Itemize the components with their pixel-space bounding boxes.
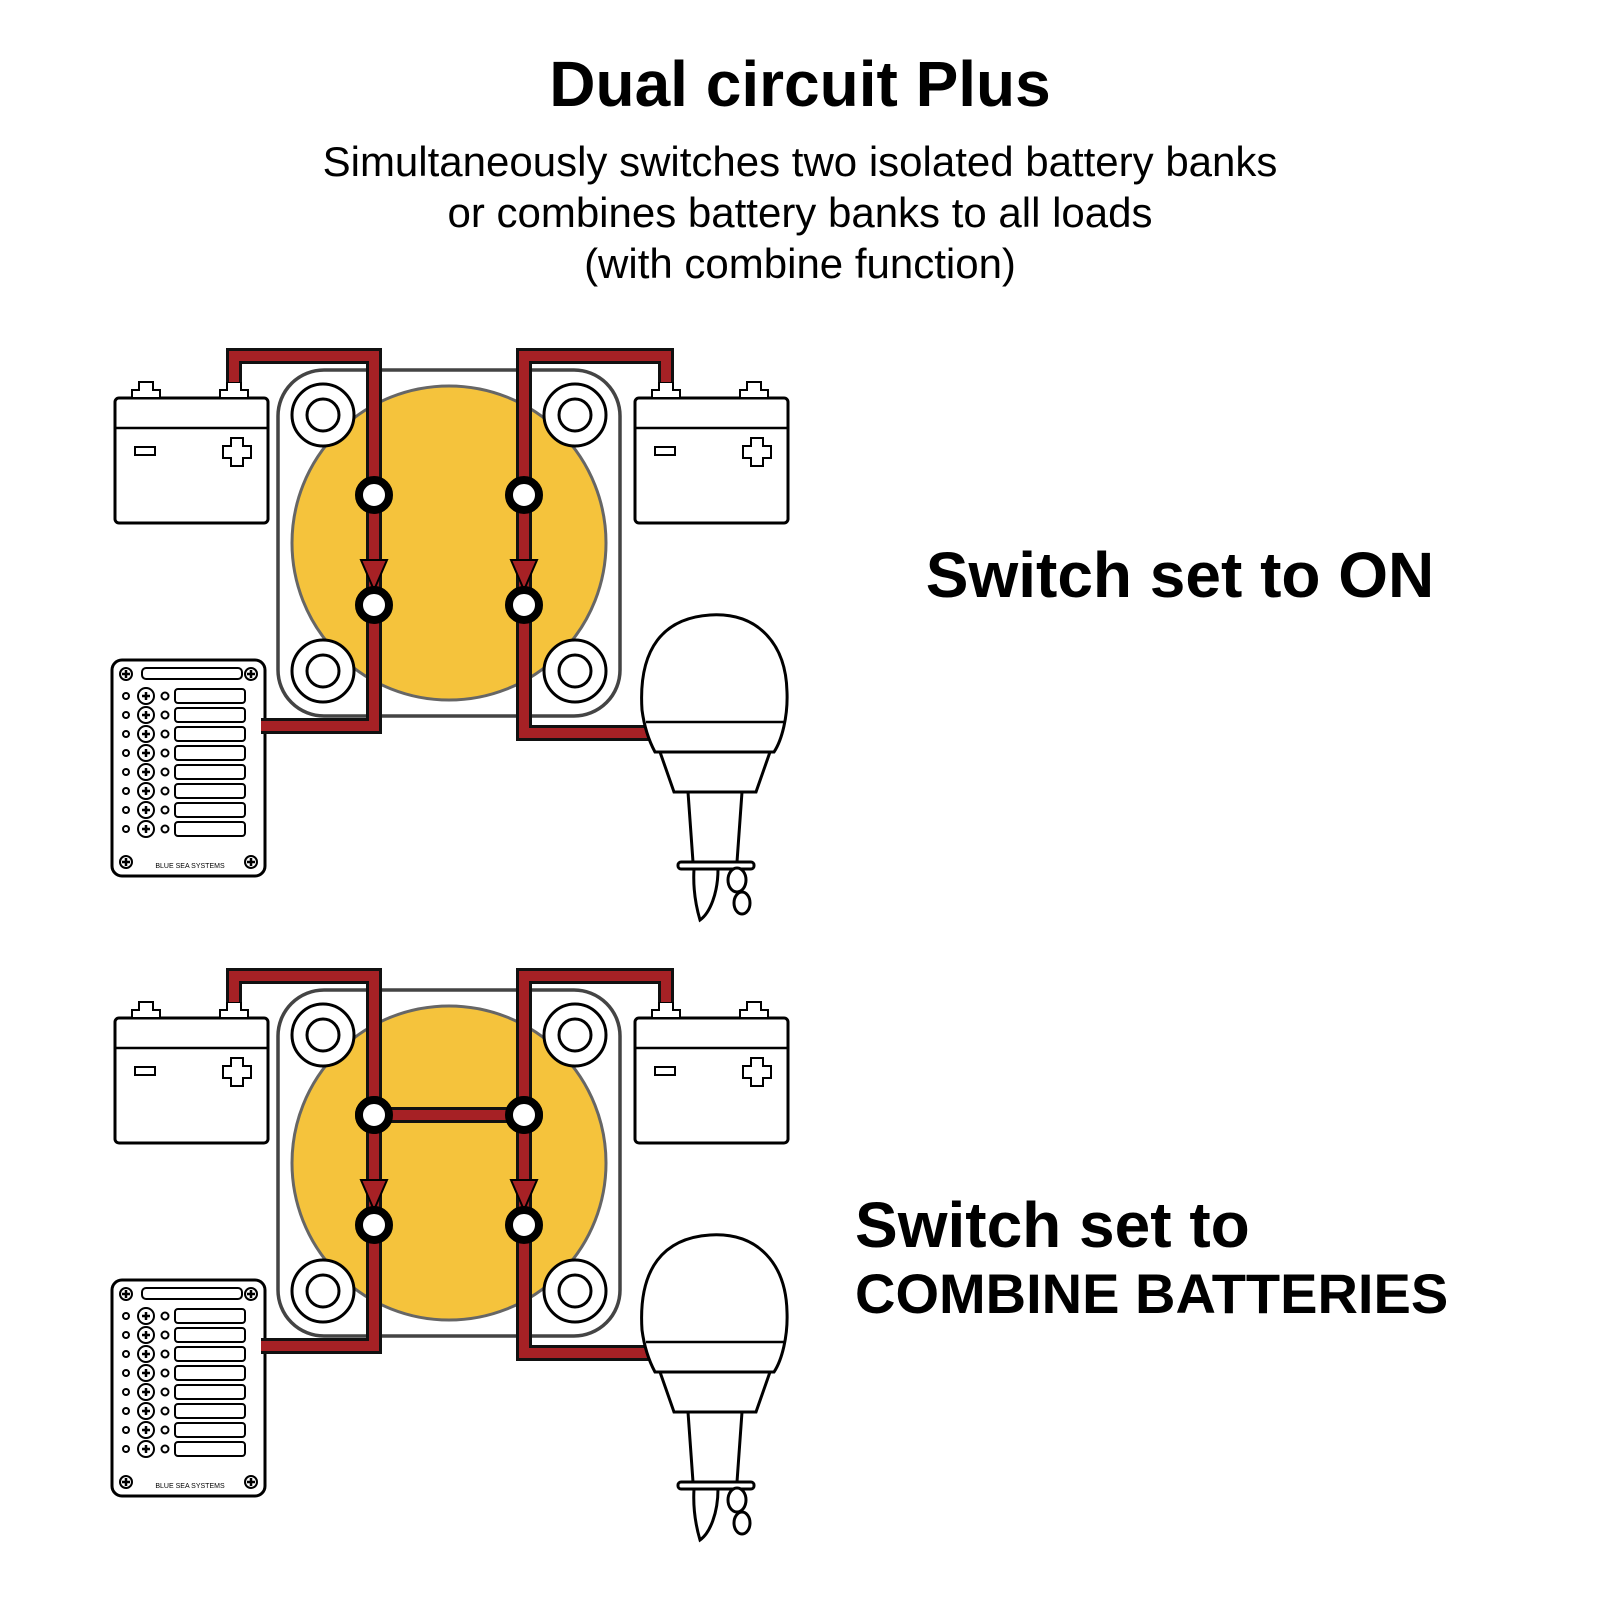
label-combine-line-2: COMBINE BATTERIES <box>855 1262 1449 1326</box>
subtitle-line-1: Simultaneously switches two isolated bat… <box>322 138 1278 185</box>
page-title: Dual circuit Plus <box>549 48 1051 120</box>
switch-terminal <box>355 1096 393 1134</box>
switch-terminal <box>505 1096 543 1134</box>
label-switch-on: Switch set to ON <box>925 539 1435 611</box>
subtitle-line-3: (with combine function) <box>584 240 1016 288</box>
label-combine-line-1: Switch set to <box>855 1189 1250 1261</box>
subtitle-line-2: or combines battery banks to all loads <box>447 189 1153 237</box>
label-switch-combine: Switch set to COMBINE BATTERIES <box>855 1190 1575 1328</box>
diagram-switch-combine <box>80 938 860 1558</box>
subtitle: Simultaneously switches two isolated bat… <box>0 136 1600 290</box>
diagram-switch-on <box>80 318 860 938</box>
